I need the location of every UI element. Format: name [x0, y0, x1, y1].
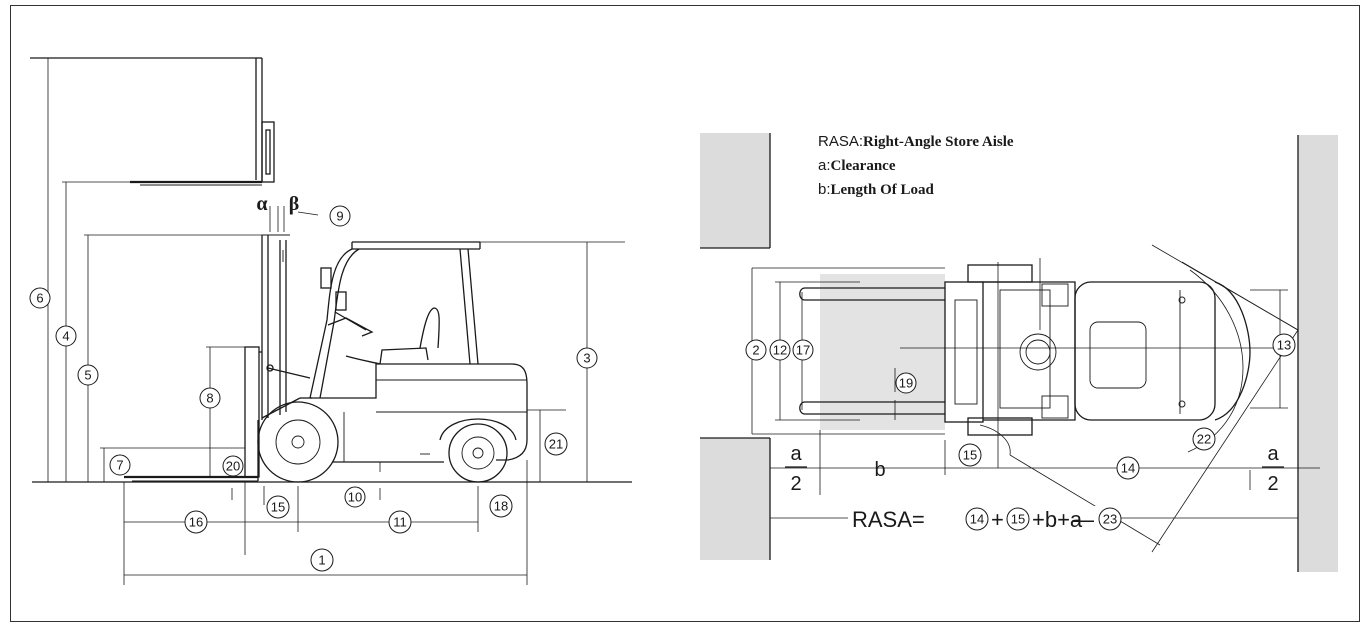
svg-text:15: 15 — [271, 500, 285, 515]
svg-text:14: 14 — [1121, 461, 1135, 476]
svg-text:3: 3 — [583, 351, 590, 366]
legend: RASA:Right-Angle Store Aisle a:Clearance… — [818, 133, 1014, 198]
svg-text:15: 15 — [963, 448, 977, 463]
callout-13: 13 — [1272, 333, 1296, 357]
callout-6: 6 — [29, 287, 51, 309]
side-view: α β 6 4 5 7 8 20 9 3 21 10 18 15 16 11 1 — [29, 57, 632, 585]
top-forks — [799, 287, 945, 415]
formula-plus: + — [991, 507, 1004, 532]
callout-14: 14 — [1116, 456, 1140, 480]
callout-15-top: 15 — [958, 443, 982, 467]
callout-1: 1 — [310, 548, 334, 572]
svg-text:a: a — [790, 443, 802, 465]
svg-text:12: 12 — [773, 343, 787, 358]
callout-7: 7 — [109, 454, 131, 476]
truck-top-outline — [944, 264, 1251, 436]
legend-a: a:Clearance — [818, 157, 896, 174]
callout-15: 15 — [266, 495, 290, 519]
svg-text:9: 9 — [336, 209, 343, 224]
callout-4: 4 — [55, 325, 77, 347]
svg-text:2: 2 — [1267, 473, 1278, 495]
truck-body — [261, 363, 528, 463]
diagram-frame — [10, 5, 1360, 622]
load-outline — [820, 274, 945, 430]
svg-text:19: 19 — [899, 376, 913, 391]
svg-text:13: 13 — [1277, 338, 1291, 353]
callout-22: 22 — [1192, 427, 1216, 451]
tilt-forward-symbol: α — [256, 193, 267, 215]
callout-21: 21 — [544, 432, 568, 456]
top-view: RASA:Right-Angle Store Aisle a:Clearance… — [700, 133, 1338, 572]
svg-text:23: 23 — [1103, 512, 1117, 527]
rear-wheel — [439, 418, 517, 483]
half-clearance-left: a 2 — [785, 443, 807, 495]
callout-3: 3 — [576, 347, 598, 369]
aisle-wall-top-left — [700, 133, 770, 248]
load-length-label: b — [874, 459, 885, 481]
turning-geometry — [979, 244, 1299, 553]
half-clearance-right: a 2 — [1262, 443, 1284, 495]
svg-text:2: 2 — [752, 343, 759, 358]
formula-term-14: 14 — [965, 507, 989, 531]
callout-2: 2 — [745, 339, 767, 361]
formula-suffix: +b+a — [1032, 507, 1083, 532]
svg-text:6: 6 — [36, 291, 43, 306]
callout-9: 9 — [329, 205, 351, 227]
svg-text:4: 4 — [62, 329, 69, 344]
svg-text:18: 18 — [494, 499, 508, 514]
svg-text:22: 22 — [1197, 432, 1211, 447]
legend-rasa: RASA:Right-Angle Store Aisle — [818, 133, 1014, 150]
rasa-formula-prefix: RASA= — [852, 507, 925, 532]
formula-term-23: 23 — [1098, 507, 1122, 531]
callout-19: 19 — [895, 372, 917, 394]
svg-text:11: 11 — [393, 515, 407, 530]
aisle-wall-right — [1298, 135, 1338, 572]
svg-text:a: a — [1267, 443, 1279, 465]
svg-text:15: 15 — [1011, 512, 1025, 527]
callout-20: 20 — [222, 455, 244, 477]
svg-text:21: 21 — [549, 437, 563, 452]
front-wheel — [257, 401, 339, 483]
raised-load — [30, 57, 275, 186]
callout-18: 16 — [184, 510, 208, 534]
svg-text:1: 1 — [318, 553, 325, 568]
callout-17: 17 — [792, 339, 814, 361]
svg-text:20: 20 — [226, 459, 240, 474]
callout-11: 11 — [388, 510, 412, 534]
callout-16: 18 — [489, 494, 513, 518]
lowered-forks — [124, 346, 262, 482]
formula-dash: — — [1072, 507, 1094, 532]
legend-b: b:Length Of Load — [818, 181, 935, 198]
svg-text:14: 14 — [970, 512, 984, 527]
overhead-guard — [309, 241, 481, 399]
callout-5: 5 — [77, 364, 99, 386]
svg-text:7: 7 — [116, 458, 123, 473]
svg-text:16: 16 — [189, 515, 203, 530]
tilt-backward-symbol: β — [289, 193, 300, 215]
aisle-wall-bottom-left — [700, 438, 770, 560]
formula-term-15: 15 — [1006, 507, 1030, 531]
svg-text:17: 17 — [796, 343, 810, 358]
callout-8: 8 — [199, 387, 221, 409]
svg-text:5: 5 — [84, 368, 91, 383]
mast — [261, 234, 311, 420]
callout-12: 12 — [769, 339, 791, 361]
svg-text:2: 2 — [790, 473, 801, 495]
operator-area — [327, 307, 440, 365]
callout-10: 10 — [344, 486, 366, 508]
svg-text:8: 8 — [206, 391, 213, 406]
svg-text:10: 10 — [348, 490, 362, 505]
